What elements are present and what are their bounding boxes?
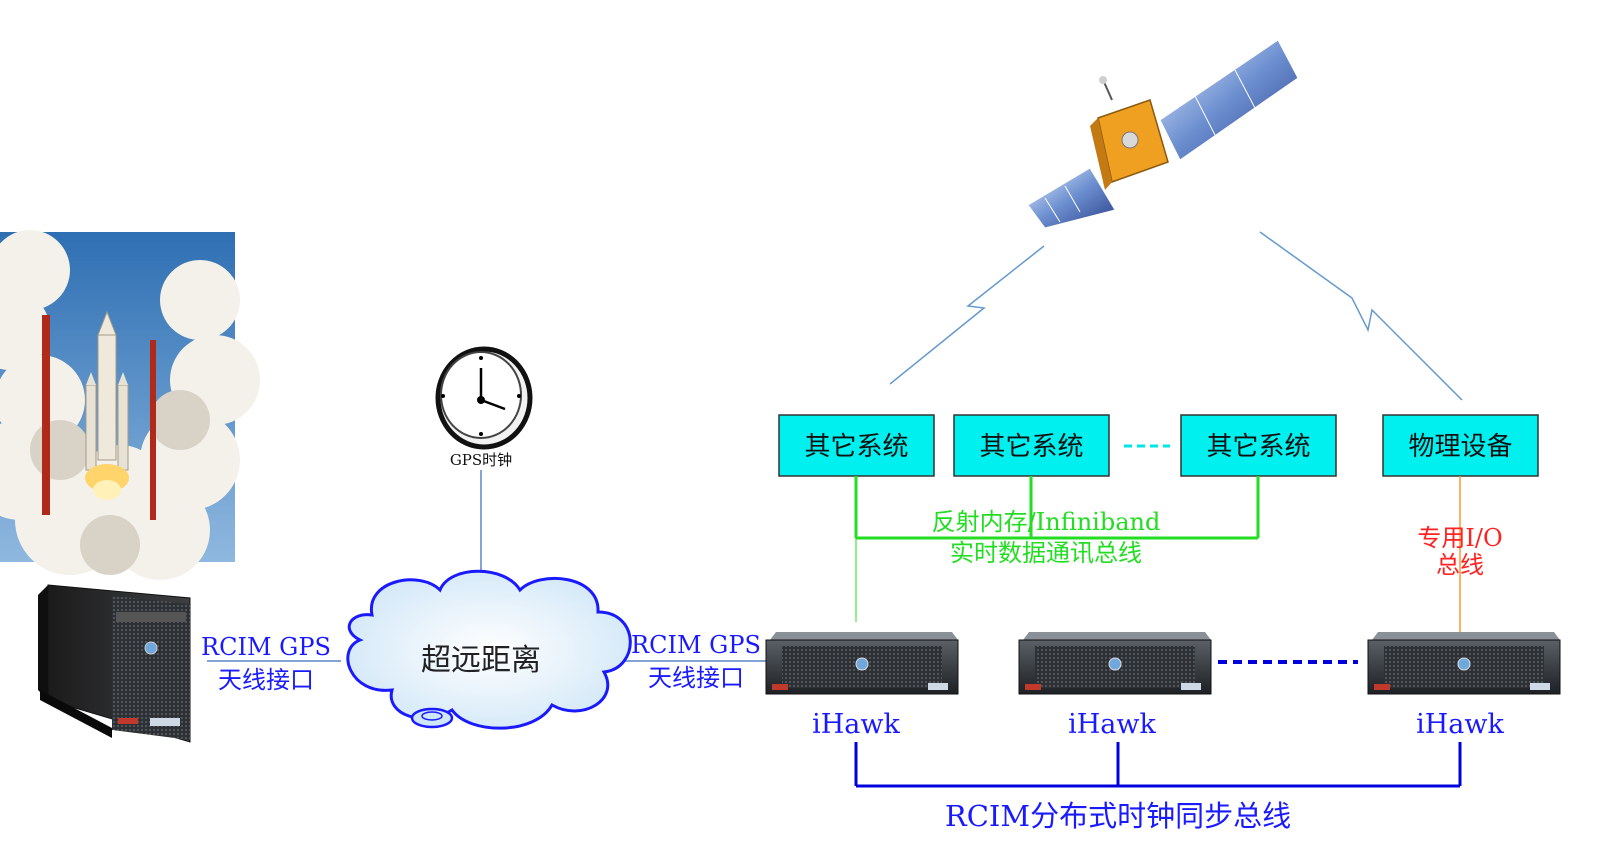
reflective-memory-label-2: 实时数据通讯总线 — [950, 539, 1142, 567]
reflective-memory-bus — [854, 476, 1260, 622]
gps-clock-label: GPS时钟 — [450, 451, 512, 469]
other-system-box-2 — [953, 414, 1110, 477]
long-distance-cloud — [346, 569, 632, 730]
physical-device-label: 物理设备 — [1408, 432, 1512, 462]
rcim-sync-bus-label: RCIM分布式时钟同步总线 — [945, 799, 1291, 833]
rcim-clock-sync-bus — [854, 742, 1462, 788]
physical-device-box — [1382, 414, 1539, 477]
signal-link-left — [889, 245, 1045, 385]
other-system-box-3 — [1180, 414, 1337, 477]
rcim-gps-label-left: RCIM GPS — [201, 633, 331, 661]
other-system-label-3: 其它系统 — [1206, 432, 1310, 462]
antenna-interface-label-right: 天线接口 — [648, 664, 744, 692]
rack-server-2 — [1018, 632, 1212, 695]
antenna-interface-label-left: 天线接口 — [218, 666, 314, 694]
rack-server-3 — [1367, 632, 1561, 695]
other-system-box-1 — [778, 414, 935, 477]
dedicated-io-label-2: 总线 — [1436, 551, 1484, 579]
top-system-boxes: 其它系统 其它系统 其它系统 物理设备 — [778, 414, 1539, 477]
other-system-label-1: 其它系统 — [804, 432, 908, 462]
clock-icon — [435, 346, 533, 450]
ihawk-label-2: iHawk — [1068, 709, 1156, 740]
ihawk-label-3: iHawk — [1416, 709, 1504, 740]
cloud-label: 超远距离 — [421, 643, 541, 678]
satellite-icon — [1027, 39, 1299, 229]
rcim-gps-label-right: RCIM GPS — [631, 631, 761, 659]
reflective-memory-label-1: 反射内存/Infiniband — [932, 508, 1161, 536]
rocket-launch-photo — [0, 230, 260, 580]
signal-link-right — [1259, 231, 1463, 401]
tower-server-icon — [38, 584, 191, 743]
rack-server-1 — [765, 632, 959, 695]
ihawk-label-1: iHawk — [812, 709, 900, 740]
other-system-label-2: 其它系统 — [979, 432, 1083, 462]
dedicated-io-label-1: 专用I/O — [1417, 524, 1502, 552]
